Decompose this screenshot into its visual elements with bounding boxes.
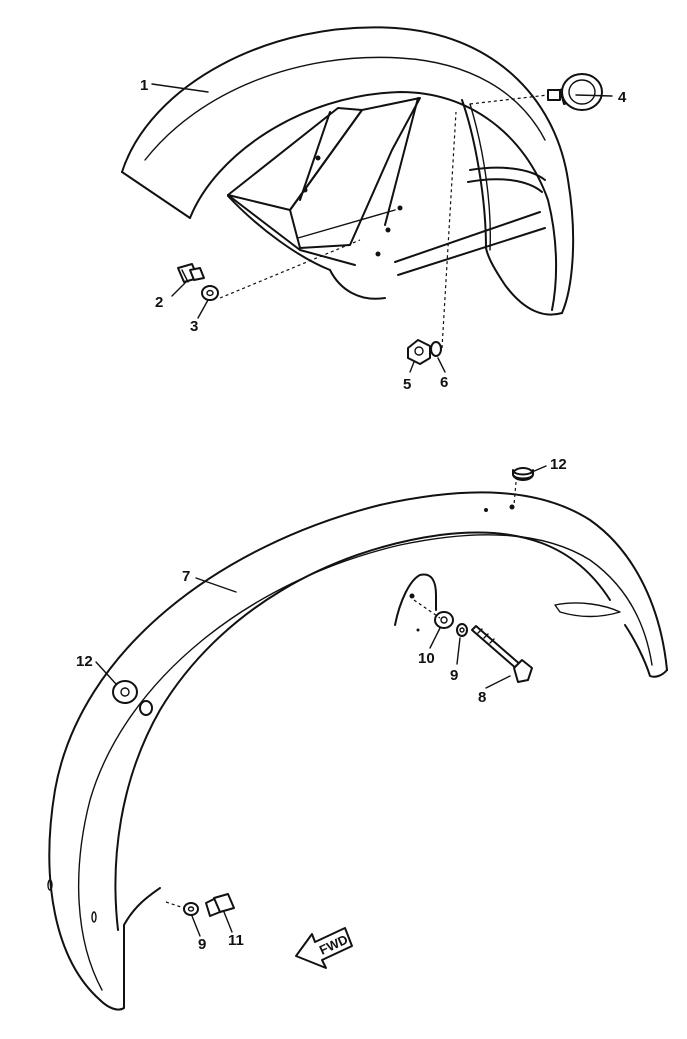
front-fender-assembly [121, 26, 603, 365]
bolt-part-8 [471, 625, 533, 683]
grommet-part-12-top [512, 467, 534, 481]
washer-part-9-lower [183, 902, 199, 916]
washer-part-6 [430, 341, 442, 357]
label-part-8: 8 [478, 689, 486, 706]
callout-leaders [95, 83, 613, 937]
front-fender [121, 26, 575, 316]
bolt-part-11 [205, 893, 235, 917]
label-part-3: 3 [190, 318, 198, 335]
label-part-4: 4 [618, 89, 627, 106]
label-part-7: 7 [182, 568, 190, 585]
label-part-9-lower: 9 [198, 936, 206, 953]
part-number-labels: 1 4 2 3 5 6 12 7 12 10 9 8 9 11 [76, 77, 627, 953]
label-part-12-left: 12 [76, 653, 93, 670]
reflector-assembly [547, 73, 603, 111]
nut-part-5 [407, 339, 431, 365]
grommet-part-12-left [112, 680, 153, 716]
washer-part-3 [201, 285, 219, 301]
forward-direction-arrow: FWD [295, 927, 353, 969]
label-part-1: 1 [140, 77, 148, 94]
label-part-10: 10 [418, 650, 435, 667]
label-part-6: 6 [440, 374, 448, 391]
assembly-guide-lines-bottom [165, 481, 517, 909]
rear-fender-assembly: FWD [47, 467, 668, 1011]
bolt-part-2 [177, 263, 205, 283]
label-part-12-top: 12 [550, 456, 567, 473]
label-part-11: 11 [228, 932, 244, 949]
label-part-5: 5 [403, 376, 411, 393]
washer-part-9-upper [456, 623, 468, 637]
fender-stay [227, 97, 546, 276]
rear-fender [47, 491, 668, 1011]
assembly-guide-lines-top [219, 94, 549, 349]
label-part-9-upper: 9 [450, 667, 458, 684]
washer-part-10 [434, 611, 454, 629]
label-part-2: 2 [155, 294, 163, 311]
